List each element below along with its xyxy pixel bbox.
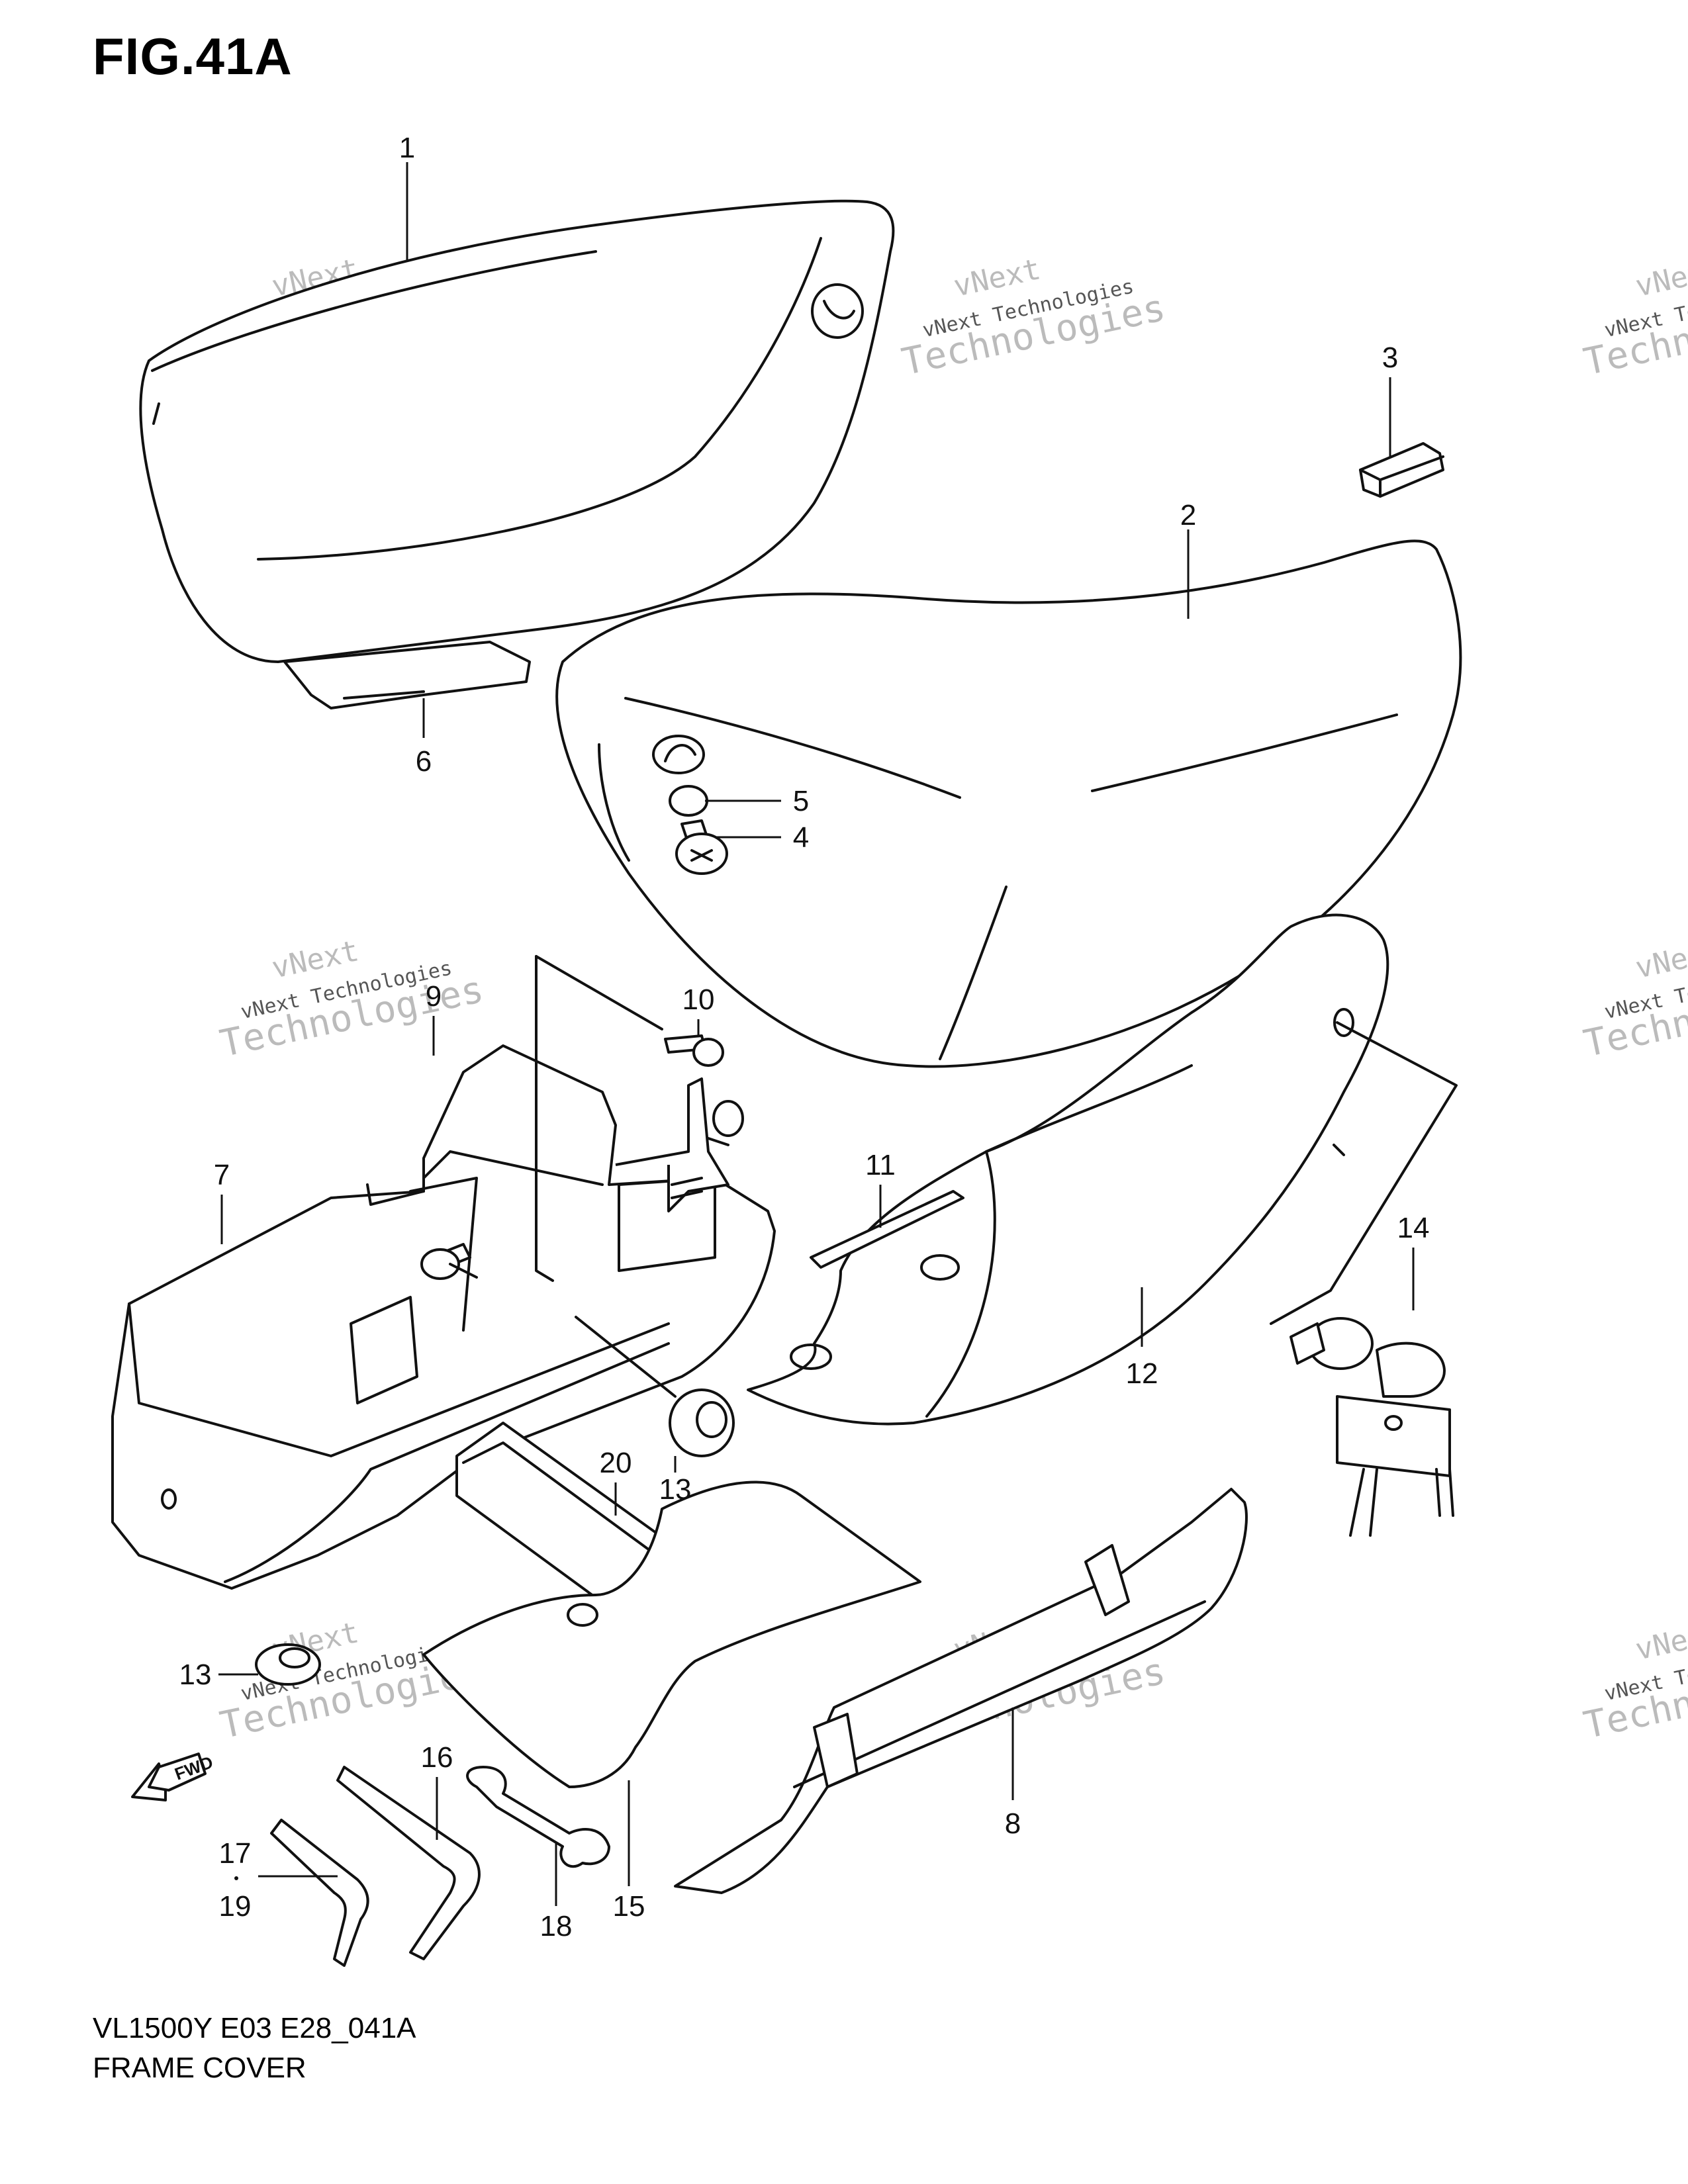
callout-19: 19 <box>219 1890 252 1923</box>
callout-2: 2 <box>1180 499 1196 531</box>
watermark-line-3: Technologies <box>1580 1650 1688 1748</box>
watermark-line-3: Technologies <box>1580 968 1688 1066</box>
watermark: vNext vNext Technologies Technologies <box>1580 934 1688 1066</box>
part-14-key-lock-set <box>1270 1021 1458 1537</box>
part-1-left-frame-cover <box>139 199 895 663</box>
callout-20: 20 <box>600 1447 632 1479</box>
figure-title: FIG.41A <box>93 27 293 85</box>
watermark-line-1: vNext <box>1632 252 1688 303</box>
part-15-tool-bag <box>422 1480 921 1788</box>
part-18-open-wrench <box>466 1766 610 1868</box>
part-10-bolt <box>664 1034 724 1067</box>
callout-17-19-dot <box>234 1876 238 1880</box>
part-12-side-cover <box>747 913 1389 1426</box>
part-3-pad <box>1359 442 1444 498</box>
callout-10: 10 <box>682 983 715 1016</box>
watermark: vNext vNext Technologies Technologies <box>1580 252 1688 385</box>
part-11-strip <box>810 1190 964 1269</box>
callout-5: 5 <box>793 785 809 817</box>
callout-3: 3 <box>1382 341 1398 374</box>
part-16-hex-wrench <box>336 1766 481 1960</box>
part-8-long-cover <box>674 1488 1248 1894</box>
watermark-line-1: vNext <box>1632 1615 1688 1666</box>
part-17-hex-wrench <box>270 1819 369 1967</box>
callout-labels: 1 2 3 4 5 6 7 8 9 10 11 12 13 13 14 15 1… <box>179 132 1430 1942</box>
part-4-screw <box>675 819 728 875</box>
fwd-arrow-icon: FWD <box>131 1752 216 1801</box>
watermark: vNext vNext Technologies Technologies <box>898 252 1169 384</box>
callout-1: 1 <box>399 132 415 164</box>
leader-lines <box>218 162 1415 1906</box>
part-5-grommet <box>652 735 708 817</box>
section-name: FRAME COVER <box>93 2052 306 2084</box>
callout-18: 18 <box>540 1910 573 1942</box>
callout-12: 12 <box>1126 1357 1158 1390</box>
watermark-line-1: vNext <box>1632 934 1688 985</box>
latch-clip <box>615 1077 744 1212</box>
callout-9: 9 <box>426 980 442 1013</box>
callout-17: 17 <box>219 1837 252 1870</box>
part-13-grommet <box>575 1316 735 1457</box>
callout-16: 16 <box>421 1741 453 1774</box>
callout-11: 11 <box>865 1149 896 1181</box>
callout-4: 4 <box>793 821 809 854</box>
watermark-line-3: Technologies <box>1580 287 1688 385</box>
watermark: vNext vNext Technologies Technologies <box>1580 1615 1688 1748</box>
callout-15: 15 <box>613 1890 645 1923</box>
part-13-grommet <box>255 1643 321 1686</box>
part-6-lower-extension <box>283 641 531 709</box>
model-code: VL1500Y E03 E28_041A <box>93 2012 416 2044</box>
callout-14: 14 <box>1397 1212 1430 1244</box>
callout-7: 7 <box>214 1159 230 1191</box>
callout-13-upper: 13 <box>659 1473 692 1506</box>
part-7-tool-box <box>111 1044 776 1590</box>
part-2-right-frame-cover <box>555 539 1462 1068</box>
callout-6: 6 <box>416 745 432 778</box>
watermark: vNext vNext Technologies Technologies <box>216 934 487 1066</box>
part-9-bracket-lines <box>535 955 663 1282</box>
callout-8: 8 <box>1005 1807 1021 1840</box>
callout-13-lower: 13 <box>179 1659 212 1691</box>
